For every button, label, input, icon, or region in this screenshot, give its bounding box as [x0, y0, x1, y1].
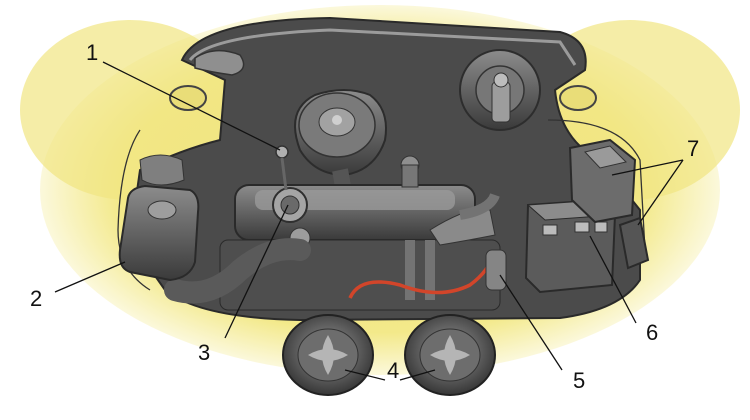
callout-1: 1 — [86, 40, 99, 65]
leader-lines — [54, 61, 684, 381]
brake-booster — [459, 49, 541, 131]
hood-hinge — [194, 49, 245, 76]
callout-5: 5 — [573, 368, 586, 393]
fuel-pump — [485, 249, 507, 291]
ignition-wire — [348, 254, 494, 299]
callout-4: 4 — [387, 358, 400, 383]
left-strut-top — [169, 85, 207, 111]
right-fan — [404, 314, 496, 396]
intake-hose — [164, 238, 311, 304]
callout-3: 3 — [198, 340, 211, 365]
callout-2: 2 — [30, 286, 43, 311]
callout-6: 6 — [646, 320, 659, 345]
oil-filler-cap — [272, 187, 308, 223]
relay-box — [568, 138, 650, 270]
left-fan — [282, 314, 374, 396]
expansion-tank — [118, 154, 200, 282]
right-strut-top — [559, 85, 597, 111]
fender-outline — [117, 119, 646, 291]
callout-7: 7 — [687, 136, 700, 161]
